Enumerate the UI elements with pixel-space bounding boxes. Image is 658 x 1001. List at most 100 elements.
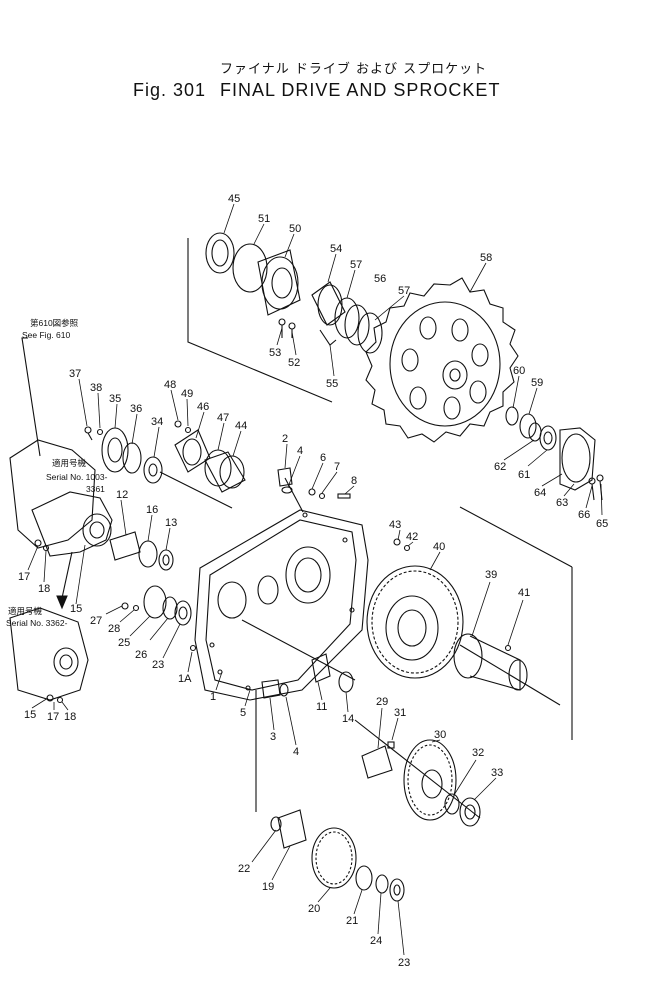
part-52-washer [288, 322, 296, 338]
note-see-fig-en: See Fig. 610 [22, 330, 70, 340]
note-serial-a-jp: 適用号機 [52, 458, 87, 468]
group-bracket-upper [187, 238, 333, 403]
label-53: 53 [269, 347, 281, 359]
label-33: 33 [491, 767, 503, 779]
part-56-ring [344, 304, 370, 346]
part-20-gear [311, 827, 357, 889]
label-14: 14 [342, 713, 354, 725]
part-22-key [270, 816, 282, 832]
label-45: 45 [228, 193, 240, 205]
label-37: 37 [69, 368, 81, 380]
part-39-hub-shaft [453, 633, 528, 691]
part-36-o-ring [122, 442, 142, 474]
label-2: 2 [282, 433, 288, 445]
note-serial-a-en: Serial No. 1003- [46, 472, 108, 482]
label-1a: 1A [178, 673, 192, 685]
label-42: 42 [406, 531, 418, 543]
part-42-washer [403, 544, 411, 552]
label-17-inset: 17 [47, 711, 59, 723]
part-60-washer [505, 406, 519, 426]
part-18-washer [42, 544, 50, 552]
part-13-bearing [158, 549, 174, 571]
part-2-plug [277, 467, 293, 487]
label-24: 24 [370, 935, 382, 947]
shaft-axis-right [459, 644, 561, 706]
part-41-bolt [504, 644, 512, 652]
label-65: 65 [596, 518, 608, 530]
label-23-lower: 23 [398, 957, 410, 969]
label-6: 6 [320, 452, 326, 464]
part-19-shaft [277, 809, 307, 849]
part-3-plug [261, 679, 281, 699]
part-8-pin [337, 493, 351, 499]
label-61: 61 [518, 469, 530, 481]
part-40-gear [366, 565, 464, 679]
label-13: 13 [165, 517, 177, 529]
label-30: 30 [434, 729, 446, 741]
label-48: 48 [164, 379, 176, 391]
label-28: 28 [108, 623, 120, 635]
group-bracket-right [459, 506, 573, 568]
label-57-a: 57 [350, 259, 362, 271]
label-43: 43 [389, 519, 401, 531]
part-51-o-ring [232, 243, 268, 293]
part-61-bearing [539, 425, 557, 451]
part-6-bolt [308, 488, 316, 496]
label-18-inset: 18 [64, 711, 76, 723]
part-37-bolt [84, 426, 93, 441]
label-12: 12 [116, 489, 128, 501]
label-39: 39 [485, 569, 497, 581]
inset-arrowhead [56, 595, 68, 610]
label-19: 19 [262, 881, 274, 893]
figure-title-text: FINAL DRIVE AND SPROCKET [220, 80, 501, 100]
label-15-inset: 15 [24, 709, 36, 721]
final-drive-case-left [9, 439, 113, 557]
label-29: 29 [376, 696, 388, 708]
part-32-washer [444, 793, 460, 815]
label-25: 25 [118, 637, 130, 649]
label-20: 20 [308, 903, 320, 915]
part-50-cover [257, 249, 301, 316]
label-59: 59 [531, 377, 543, 389]
label-66: 66 [578, 509, 590, 521]
shaft-axis-mid [241, 619, 356, 681]
label-7: 7 [334, 461, 340, 473]
part-29-pinion [361, 745, 393, 779]
label-62: 62 [494, 461, 506, 473]
part-30-gear [403, 739, 457, 821]
label-22: 22 [238, 863, 250, 875]
label-60: 60 [513, 365, 525, 377]
part-43-bolt [393, 538, 401, 546]
label-36: 36 [130, 403, 142, 415]
inset-arrow [61, 551, 73, 599]
label-52: 52 [288, 357, 300, 369]
label-47: 47 [217, 412, 229, 424]
label-50: 50 [289, 223, 301, 235]
part-17-bolt [34, 539, 42, 547]
label-16: 16 [146, 504, 158, 516]
part-1a-pin [189, 644, 197, 652]
label-1: 1 [210, 691, 216, 703]
note-serial-a-range: 3361 [86, 484, 105, 494]
label-26: 26 [135, 649, 147, 661]
label-35: 35 [109, 393, 121, 405]
label-56: 56 [374, 273, 386, 285]
label-31: 31 [394, 707, 406, 719]
label-51: 51 [258, 213, 270, 225]
label-5: 5 [240, 707, 246, 719]
label-54: 54 [330, 243, 342, 255]
part-65-washer [596, 474, 604, 501]
part-23-bearing [174, 600, 192, 626]
label-38: 38 [90, 382, 102, 394]
part-25-cover [143, 585, 167, 619]
part-44-bearing [204, 451, 246, 493]
note-see-fig-jp: 第610図参照 [30, 318, 79, 328]
label-63: 63 [556, 497, 568, 509]
part-labels: 45 51 50 54 57 56 57 58 53 52 55 60 59 6… [18, 193, 608, 969]
part-48-bolt [174, 420, 182, 428]
part-33-bearing [459, 797, 481, 827]
part-17-bolt-inset [46, 694, 54, 702]
figure-number: Fig. 301 [133, 80, 207, 100]
shaft-axis-upper [159, 471, 233, 509]
